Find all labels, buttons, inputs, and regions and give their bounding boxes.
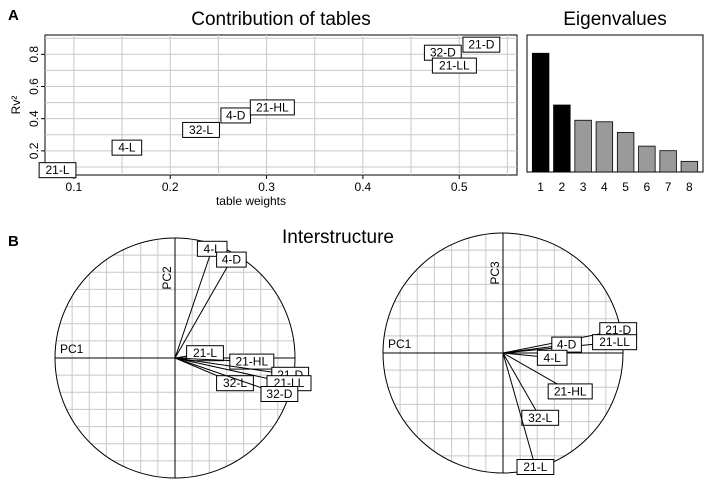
interstructure-12-vector-box: [260, 386, 299, 402]
eigen-category-label: 8: [686, 180, 693, 194]
contribution-frame: [44, 34, 518, 176]
contribution-point-box: [220, 107, 252, 124]
eigen-category-label: 1: [537, 180, 544, 194]
eigen-title: Eigenvalues: [563, 9, 667, 30]
contribution-xtick-label: 0.5: [451, 180, 468, 194]
interstructure-13-vector-label: 21-L: [523, 460, 547, 474]
interstructure-13-vector-box: [516, 459, 555, 475]
contribution-xlabel: table weights: [216, 194, 286, 208]
contribution-point-label: 4-L: [118, 141, 136, 155]
interstructure-12-vector-label: 32-L: [223, 376, 247, 390]
eigen-category-label: 7: [665, 180, 672, 194]
eigen-category-label: 3: [580, 180, 587, 194]
contribution-ytick-label: 0.8: [27, 46, 41, 63]
eigen-bar: [574, 119, 592, 173]
interstructure-12-vector-box: [216, 251, 247, 268]
interstructure-13-ylabel: PC3: [488, 261, 502, 285]
interstructure-13-xlabel: PC1: [388, 337, 412, 351]
contribution-point-label: 32-D: [430, 46, 456, 60]
interstructure-13-vector-box: [547, 383, 593, 400]
interstructure-12-vector-label: 21-L: [193, 346, 217, 360]
interstructure-12-vector-box: [216, 375, 254, 392]
interstructure-13-vector-box: [592, 334, 638, 351]
contribution-ytick-label: 0.2: [27, 142, 41, 159]
contribution-xtick-label: 0.3: [258, 180, 275, 194]
interstructure-13-vector-label: 32-L: [528, 411, 552, 425]
contribution-xtick-label: 0.4: [355, 180, 372, 194]
eigen-bar: [680, 160, 699, 173]
eigen-category-label: 6: [644, 180, 651, 194]
eigen-bar: [553, 104, 571, 173]
interstructure-12-vector-line: [174, 259, 232, 359]
interstructure-13-vector-label: 4-L: [544, 351, 562, 365]
eigen-frame: [526, 34, 704, 173]
contribution-point: 32-L: [182, 121, 220, 138]
interstructure-12-vector: 4-D: [174, 251, 247, 359]
eigen-category-label: 2: [559, 180, 566, 194]
contribution-point-label: 21-HL: [256, 100, 289, 114]
contribution-point-box: [249, 99, 295, 116]
contribution-point: 21-HL: [249, 99, 295, 116]
interstructure-13-vector-label: 21-D: [605, 323, 631, 337]
contribution-point-box: [182, 121, 220, 138]
interstructure-12-vector-box: [186, 345, 224, 362]
interstructure-13-vector-line: [502, 352, 541, 419]
interstructure-13-vector: 21-L: [502, 352, 555, 475]
interstructure-13-vector: 32-L: [502, 352, 560, 426]
contribution-ylabel: Rv²: [9, 96, 23, 115]
contribution-point-label: 21-D: [468, 38, 494, 52]
interstructure-12-vector-label: 4-D: [222, 253, 242, 267]
contribution-point-box: [111, 139, 143, 156]
panel-label-a: A: [8, 7, 19, 24]
contribution-point: 4-L: [111, 139, 143, 156]
interstructure-13-vector-label: 21-LL: [599, 335, 630, 349]
contribution-point-box: [38, 162, 77, 179]
interstructure-13-vector: 21-D: [502, 322, 638, 354]
contribution-ytick-label: 0.6: [27, 78, 41, 95]
interstructure-13-vector-label: 21-HL: [554, 384, 587, 398]
panel-label-b: B: [8, 233, 19, 250]
contribution-point: 4-D: [220, 107, 252, 124]
interstructure-12-vector: 32-D: [174, 357, 299, 402]
interstructure-12-vector-line: [174, 248, 213, 359]
interstructure-12-vector: 21-L: [174, 345, 224, 362]
eigen-bar: [638, 145, 656, 173]
interstructure-12-vector-label: 21-HL: [235, 355, 268, 369]
eigen-category-label: 4: [601, 180, 608, 194]
contribution-xtick-label: 0.1: [66, 180, 83, 194]
eigen-bar: [595, 121, 614, 173]
contribution-xtick-label: 0.2: [162, 180, 179, 194]
interstructure-12-ylabel: PC2: [160, 266, 174, 290]
interstructure-12-vector-label: 32-D: [266, 387, 292, 401]
interstructure-13-vector-line: [502, 352, 536, 468]
interstructure-12-title: Interstructure: [282, 227, 394, 248]
contribution-point: 21-L: [38, 162, 77, 179]
interstructure-12-vector-line: [174, 357, 291, 376]
eigen-bar: [616, 132, 635, 173]
contribution-ytick-label: 0.4: [27, 110, 41, 127]
eigen-category-label: 5: [622, 180, 629, 194]
interstructure-13-vector: 4-L: [502, 349, 568, 366]
interstructure-13-vector-box: [536, 349, 568, 366]
eigen-bar: [531, 52, 550, 173]
interstructure-13-vector: 4-D: [502, 336, 582, 354]
eigen-bar: [659, 150, 677, 173]
contribution-point: 21-LL: [431, 57, 477, 74]
contribution-point: 32-D: [423, 44, 462, 61]
contribution-point-label: 21-L: [46, 163, 70, 177]
interstructure-12-xlabel: PC1: [60, 342, 84, 356]
contribution-point-box: [462, 36, 501, 53]
contribution-point-label: 4-D: [226, 108, 246, 122]
interstructure-12-vector: 32-L: [174, 357, 254, 392]
interstructure-13-vector: 21-HL: [502, 352, 593, 400]
interstructure-13-vector-label: 4-D: [557, 338, 577, 352]
contribution-point-label: 21-LL: [439, 59, 470, 73]
contribution-title: Contribution of tables: [191, 9, 371, 30]
contribution-point: 21-D: [462, 36, 501, 53]
contribution-point-box: [431, 57, 477, 74]
contribution-point-label: 32-L: [189, 123, 213, 137]
